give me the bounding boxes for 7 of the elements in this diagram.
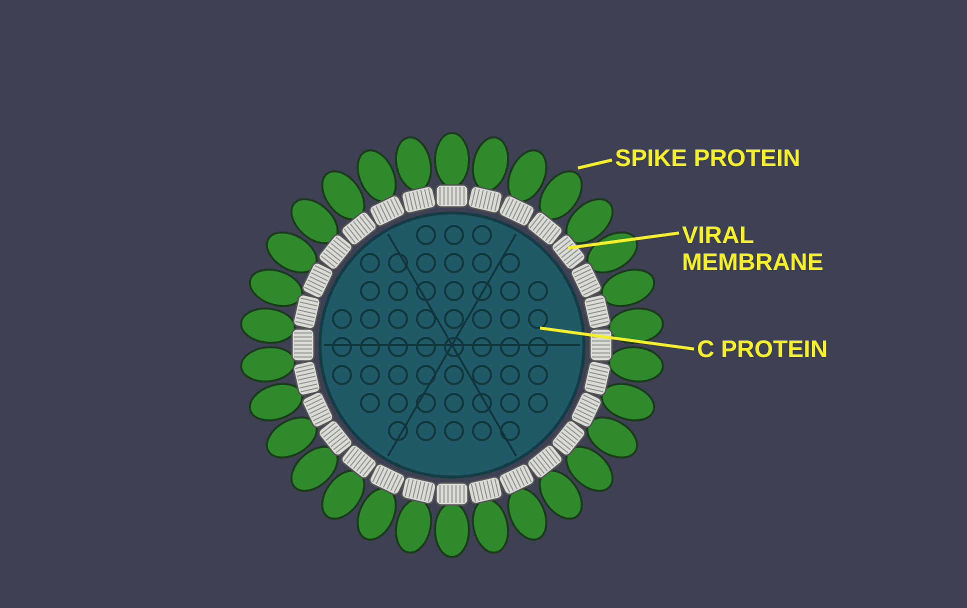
part-label: VIRAL MEMBRANE [682, 222, 882, 276]
capsid-drawing [318, 212, 586, 478]
leader-line [568, 232, 680, 250]
leader-line [578, 158, 612, 170]
part-label: C PROTEIN [697, 336, 927, 363]
part-label: SPIKE PROTEIN [615, 145, 845, 172]
leader-line [540, 326, 694, 350]
